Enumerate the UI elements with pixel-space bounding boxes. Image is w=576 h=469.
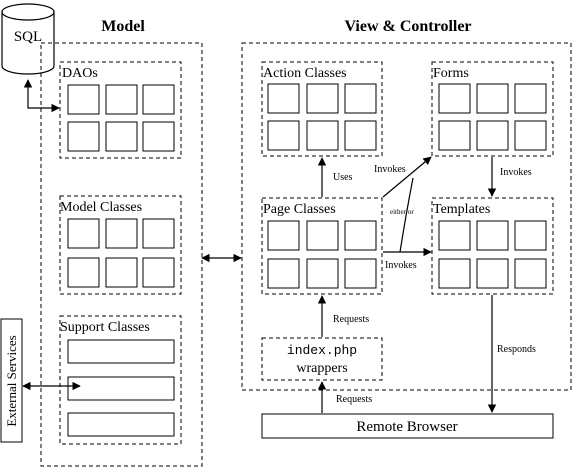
- page-class-box: [267, 258, 300, 289]
- sql-daos-connector: [23, 79, 60, 113]
- index-php-label: index.php: [287, 343, 357, 358]
- external-services-label: External Services: [4, 335, 19, 426]
- forms-label: Forms: [433, 66, 469, 81]
- page-class-box: [344, 220, 377, 251]
- page-class-box: [344, 258, 377, 289]
- form-box: [514, 120, 547, 151]
- support-class-box: [67, 412, 175, 437]
- template-box: [476, 258, 509, 289]
- page-classes-group: Page Classes: [261, 197, 383, 295]
- index-wrappers-group: index.php wrappers: [261, 337, 383, 381]
- model-class-box: [105, 257, 138, 288]
- daos-label: DAOs: [62, 66, 98, 81]
- dao-class-box: [142, 121, 175, 152]
- model-class-box: [105, 218, 138, 249]
- requests-browser-label: Requests: [336, 394, 372, 405]
- action-class-box: [344, 83, 377, 114]
- sql-database: SQL: [1, 3, 55, 75]
- dao-class-box: [142, 84, 175, 115]
- template-box: [438, 220, 471, 251]
- responds-label: Responds: [497, 344, 536, 355]
- form-box: [476, 83, 509, 114]
- form-box: [438, 83, 471, 114]
- template-box: [514, 220, 547, 251]
- dao-class-box: [67, 84, 100, 115]
- form-box: [514, 83, 547, 114]
- form-box: [438, 120, 471, 151]
- action-classes-group: Action Classes: [261, 61, 383, 157]
- wrappers-label: wrappers: [296, 361, 347, 376]
- page-classes-label: Page Classes: [263, 202, 336, 217]
- action-class-box: [306, 120, 339, 151]
- model-class-box: [67, 218, 100, 249]
- remote-browser-label: Remote Browser: [356, 419, 457, 435]
- templates-label: Templates: [433, 202, 490, 217]
- support-class-box: [67, 339, 175, 364]
- model-classes-group: Model Classes: [59, 195, 182, 295]
- daos-group: DAOs: [59, 61, 182, 159]
- remote-browser: Remote Browser: [261, 413, 554, 439]
- action-class-box: [306, 83, 339, 114]
- templates-group: Templates: [431, 197, 554, 295]
- either-or-split: [399, 177, 414, 253]
- invokes-templates-from-forms-label: Invokes: [500, 167, 532, 178]
- action-classes-label: Action Classes: [263, 66, 347, 81]
- view-controller-container: [241, 42, 572, 391]
- invokes-forms-label: Invokes: [374, 164, 406, 175]
- dao-class-box: [105, 121, 138, 152]
- support-classes-label: Support Classes: [60, 320, 150, 335]
- template-box: [438, 258, 471, 289]
- action-class-box: [267, 120, 300, 151]
- requests-index-label: Requests: [333, 314, 369, 325]
- view-controller-title: View & Controller: [344, 18, 471, 35]
- forms-group: Forms: [431, 61, 554, 157]
- uses-label: Uses: [333, 172, 353, 183]
- page-class-box: [267, 220, 300, 251]
- support-classes-group: Support Classes: [59, 315, 182, 445]
- either-or-label: either/or: [390, 208, 414, 216]
- model-class-box: [67, 257, 100, 288]
- support-class-box: [67, 376, 175, 401]
- dao-class-box: [67, 121, 100, 152]
- form-box: [476, 120, 509, 151]
- model-classes-label: Model Classes: [60, 200, 142, 215]
- page-class-box: [306, 220, 339, 251]
- action-class-box: [267, 83, 300, 114]
- external-services: External Services: [0, 318, 23, 443]
- model-title: Model: [101, 18, 145, 35]
- sql-label: SQL: [14, 29, 42, 45]
- page-class-box: [306, 258, 339, 289]
- invokes-templates-from-page-label: Invokes: [385, 260, 417, 271]
- template-box: [514, 258, 547, 289]
- model-class-box: [142, 218, 175, 249]
- invokes-forms-arrow: [382, 156, 432, 198]
- action-class-box: [344, 120, 377, 151]
- model-class-box: [142, 257, 175, 288]
- dao-class-box: [105, 84, 138, 115]
- template-box: [476, 220, 509, 251]
